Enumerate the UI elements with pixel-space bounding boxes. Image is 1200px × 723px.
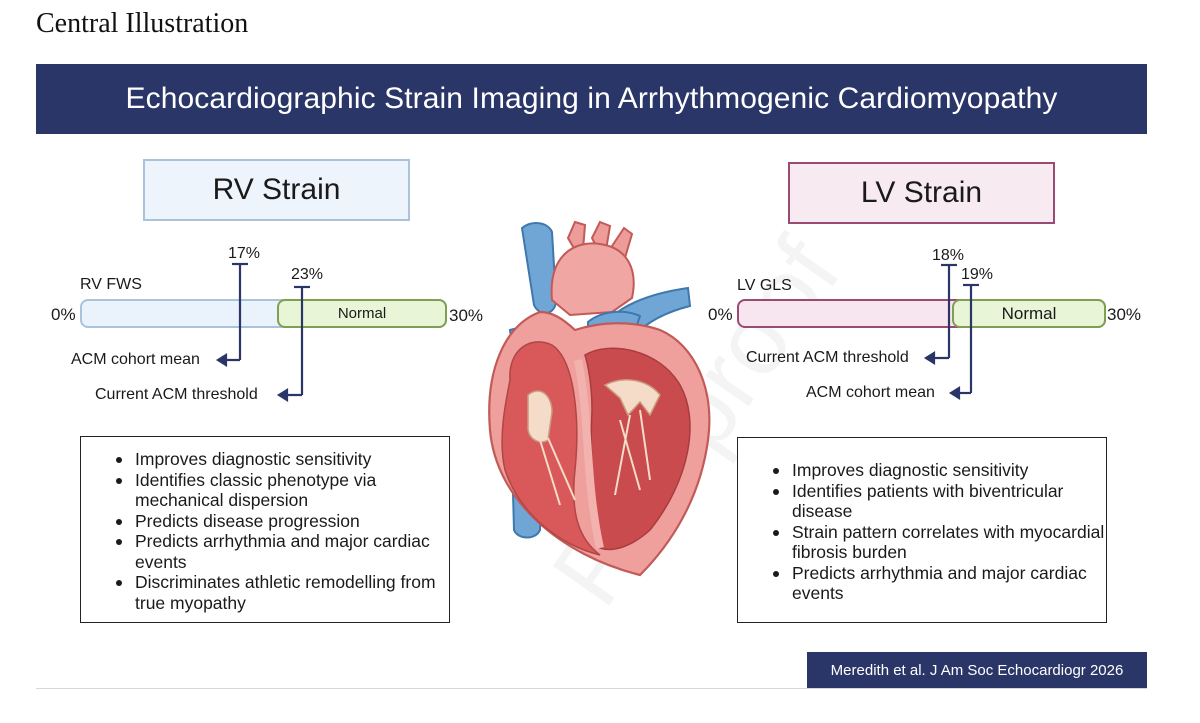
rv-strain-scale (80, 299, 447, 328)
rv-cohort-mean-label: ACM cohort mean (71, 351, 200, 368)
page-heading: Central Illustration (36, 8, 249, 39)
lv-marker-19-value: 19% (961, 266, 994, 283)
list-item: Improves diagnostic sensitivity (116, 449, 449, 470)
rv-benefits-box: Improves diagnostic sensitivity Identifi… (80, 436, 450, 623)
lv-strain-scale (737, 299, 1106, 328)
banner-title: Echocardiographic Strain Imaging in Arrh… (125, 82, 1058, 115)
footer-divider (36, 688, 1147, 689)
lv-benefits-list: Improves diagnostic sensitivity Identifi… (738, 460, 1106, 604)
lv-threshold-label: Current ACM threshold (746, 349, 909, 366)
lv-strain-title: LV Strain (788, 162, 1055, 224)
list-item: Predicts disease progression (116, 511, 449, 532)
rv-marker-17-value: 17% (228, 245, 261, 262)
list-item: Predicts arrhythmia and major cardiac ev… (773, 563, 1106, 604)
rv-threshold-label: Current ACM threshold (95, 386, 258, 403)
title-banner: Echocardiographic Strain Imaging in Arrh… (36, 64, 1147, 134)
rv-normal-range (277, 299, 447, 328)
lv-normal-range (952, 299, 1106, 328)
lv-gls-label: LV GLS (737, 277, 792, 294)
lv-cohort-mean-label: ACM cohort mean (806, 384, 935, 401)
list-item: Strain pattern correlates with myocardia… (773, 521, 1105, 562)
rv-strain-title: RV Strain (143, 159, 410, 221)
list-item: Identifies patients with biventricular d… (773, 481, 1106, 522)
citation-badge: Meredith et al. J Am Soc Echocardiogr 20… (807, 652, 1147, 688)
anatomical-heart-icon (488, 220, 711, 577)
list-item: Improves diagnostic sensitivity (773, 460, 1106, 481)
rv-marker-23 (276, 285, 310, 402)
lv-marker-18 (923, 263, 957, 365)
lv-normal-label: Normal (1001, 304, 1057, 323)
rv-marker-17 (215, 262, 248, 367)
rv-scale-min: 0% (51, 305, 76, 324)
rv-fws-label: RV FWS (80, 276, 142, 293)
rv-normal-label: Normal (337, 305, 387, 322)
rv-benefits-list: Improves diagnostic sensitivity Identifi… (81, 449, 449, 613)
lv-marker-18-value: 18% (932, 247, 965, 264)
lv-scale-max: 30% (1107, 305, 1142, 324)
lv-scale-min: 0% (708, 305, 733, 324)
lv-marker-19 (948, 283, 979, 400)
list-item: Identifies classic phenotype via mechani… (116, 470, 449, 511)
lv-benefits-box: Improves diagnostic sensitivity Identifi… (737, 437, 1107, 623)
list-item: Discriminates athletic remodelling from … (116, 572, 449, 613)
rv-scale-max: 30% (449, 306, 484, 325)
rv-marker-23-value: 23% (291, 266, 324, 283)
list-item: Predicts arrhythmia and major cardiac ev… (116, 531, 449, 572)
